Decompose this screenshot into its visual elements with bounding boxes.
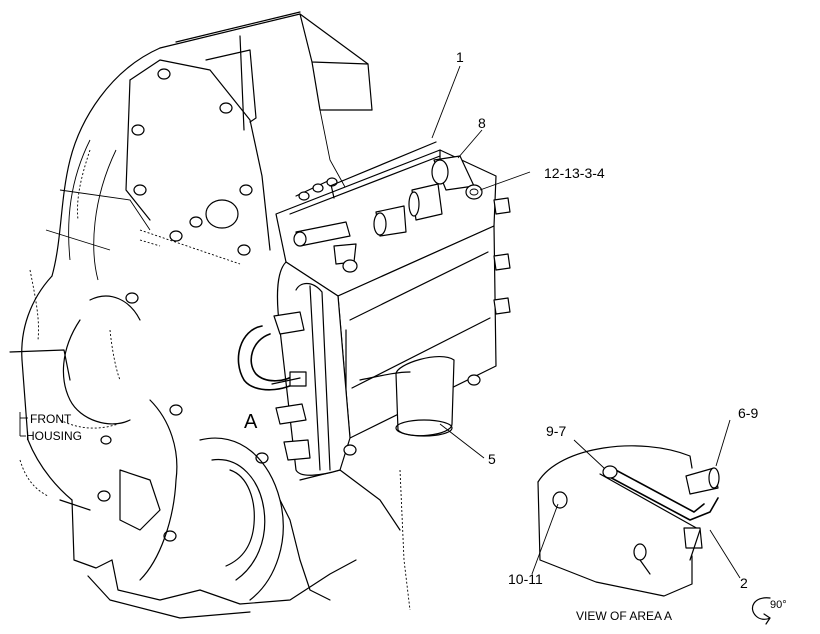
callout-9-7: 9-7: [546, 423, 566, 439]
rotation-arrow-icon: [751, 597, 771, 625]
callout-6-9: 6-9: [738, 405, 758, 421]
ecm-module-drawing: [237, 141, 511, 476]
area-a-detail-drawing: [537, 445, 720, 597]
housing-label: HOUSING: [26, 429, 82, 443]
callout-5: 5: [488, 451, 496, 467]
callout-12-13-3-4: 12-13-3-4: [544, 165, 605, 181]
callout-10-11: 10-11: [508, 571, 543, 587]
callout-8: 8: [478, 115, 486, 131]
front-label: FRONT: [30, 412, 72, 426]
leader-lines: [19, 65, 741, 579]
callout-2: 2: [740, 575, 748, 591]
rotation-label: 90°: [770, 599, 787, 611]
front-housing-drawing: [9, 11, 411, 619]
callout-1: 1: [456, 49, 464, 65]
view-of-area-a-caption: VIEW OF AREA A: [576, 609, 672, 623]
area-a-marker: A: [244, 411, 258, 433]
